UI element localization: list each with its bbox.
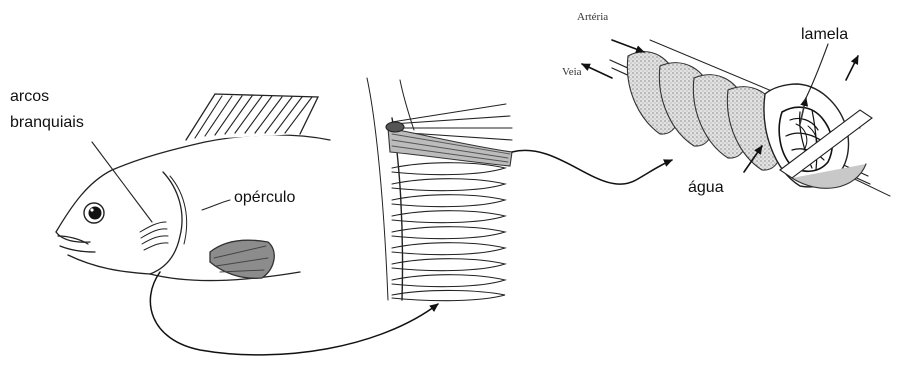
label-lamella: lamela bbox=[801, 25, 848, 45]
pectoral-fin bbox=[210, 240, 274, 278]
label-water: água bbox=[688, 178, 724, 198]
arrow-filaments-to-lamella bbox=[512, 150, 672, 184]
filament-loops bbox=[392, 163, 505, 301]
label-gill-arches-line1: arcos bbox=[10, 87, 49, 107]
label-vein: Veia bbox=[562, 66, 582, 78]
lamella-cross-section bbox=[764, 84, 872, 188]
dorsal-fin bbox=[186, 94, 318, 140]
label-operculum: opérculo bbox=[234, 188, 295, 208]
lamella-detail bbox=[582, 40, 890, 196]
leader-operculum bbox=[202, 200, 230, 210]
label-artery: Artéria bbox=[577, 11, 608, 23]
lamella-plates bbox=[627, 52, 782, 170]
filament-bundle bbox=[388, 128, 512, 166]
gill-filaments bbox=[367, 78, 512, 301]
gill-arches-visible bbox=[140, 222, 168, 250]
label-gill-arches-line2: branquiais bbox=[10, 113, 84, 133]
